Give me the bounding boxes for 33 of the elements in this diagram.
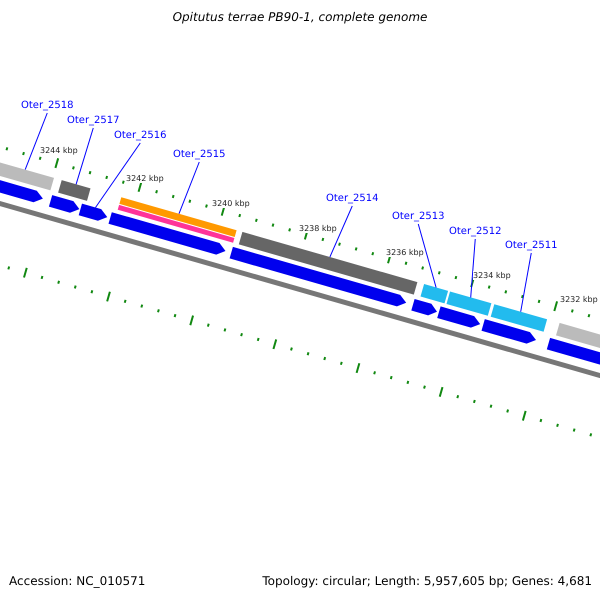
footer-text: Topology: circular; Length: 5,957,605 bp; Genes: 4,681 (262, 574, 592, 588)
gene-label: Oter_2516 (114, 130, 167, 142)
chart-title: Opitutus terrae PB90-1, complete genome (172, 10, 428, 24)
gene-label: Oter_2511 (505, 240, 558, 252)
leader-line (95, 142, 141, 208)
leader-line (24, 112, 48, 170)
gene-feature (0, 161, 54, 202)
gene-feature (437, 292, 492, 328)
gene-label: Oter_2512 (449, 226, 502, 238)
gene-feature (108, 197, 237, 255)
gene-label: Oter_2517 (67, 115, 120, 127)
gene-feature (411, 284, 448, 316)
leader-line (178, 162, 200, 214)
scale-label: 3244 kbp (40, 146, 78, 155)
scale-label: 3232 kbp (560, 295, 598, 304)
leader-line (329, 206, 353, 258)
scale-label: 3240 kbp (212, 199, 250, 208)
gene-feature (78, 204, 108, 221)
leader-line (418, 224, 437, 288)
gene-feature (482, 304, 548, 344)
leader-line (520, 252, 532, 312)
gene-label: Oter_2514 (326, 193, 379, 205)
scale-label: 3242 kbp (126, 174, 164, 183)
gene-label: Oter_2515 (173, 149, 226, 161)
footer-text: Accession: NC_010571 (9, 574, 146, 588)
scale-label: 3238 kbp (299, 224, 337, 233)
gene-label: Oter_2513 (392, 211, 445, 223)
gene-feature (48, 180, 90, 213)
leader-line (470, 238, 476, 298)
scale-label: 3236 kbp (386, 248, 424, 257)
scale-label: 3234 kbp (473, 271, 511, 280)
leader-line (76, 128, 94, 185)
gene-label: Oter_2518 (21, 100, 74, 112)
